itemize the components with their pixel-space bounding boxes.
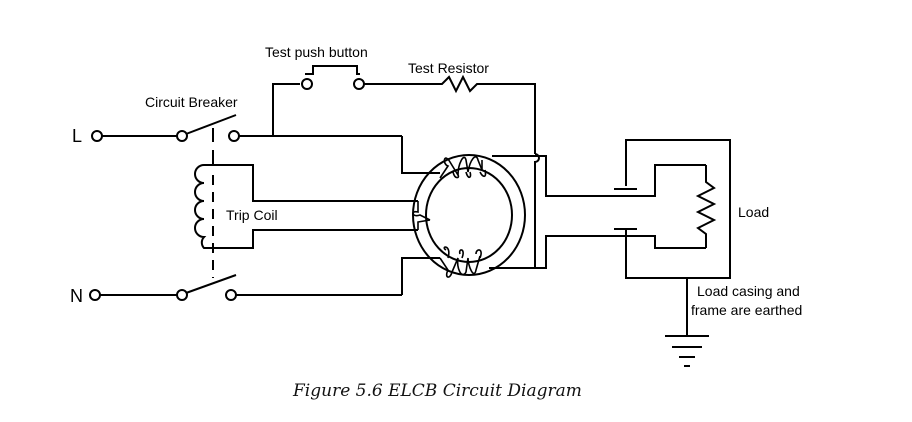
load-resistor <box>695 165 717 248</box>
load-casing <box>614 139 731 279</box>
neutral-input-terminal <box>89 289 101 301</box>
breaker-contact-l-out <box>228 130 240 142</box>
earth-ground-icon <box>665 278 709 367</box>
breaker-switch-blade-n <box>185 274 237 294</box>
breaker-switch-blade-l <box>185 114 237 135</box>
core-inner <box>425 167 513 263</box>
load-label: Load <box>738 204 769 220</box>
neutral-terminal-label: N <box>70 286 83 306</box>
secondary-winding <box>412 201 431 230</box>
test-push-button <box>272 65 435 136</box>
circuit-breaker-label: Circuit Breaker <box>145 94 238 110</box>
test-resistor-label: Test Resistor <box>408 60 489 76</box>
figure-caption: Figure 5.6 ELCB Circuit Diagram <box>292 381 582 401</box>
breaker-contact-n-out <box>225 289 237 301</box>
primary-winding-top <box>439 156 487 179</box>
breaker-contact-n-in <box>176 289 188 301</box>
core-outer <box>412 154 526 276</box>
primary-winding-bottom <box>439 246 482 278</box>
earth-note-line2: frame are earthed <box>691 302 802 318</box>
load-supply-lines <box>489 155 706 269</box>
neutral-conductor <box>89 257 440 301</box>
test-push-button-label: Test push button <box>265 44 368 60</box>
trip-coil-label: Trip Coil <box>226 207 278 223</box>
line-input-terminal <box>91 130 103 142</box>
earth-note-line1: Load casing and <box>697 283 800 299</box>
trip-coil <box>194 164 418 249</box>
line-terminal-label: L <box>72 126 82 146</box>
breaker-contact-l-in <box>176 130 188 142</box>
line-conductor <box>91 114 440 174</box>
test-resistor <box>435 74 540 268</box>
current-transformer-core <box>412 154 526 276</box>
